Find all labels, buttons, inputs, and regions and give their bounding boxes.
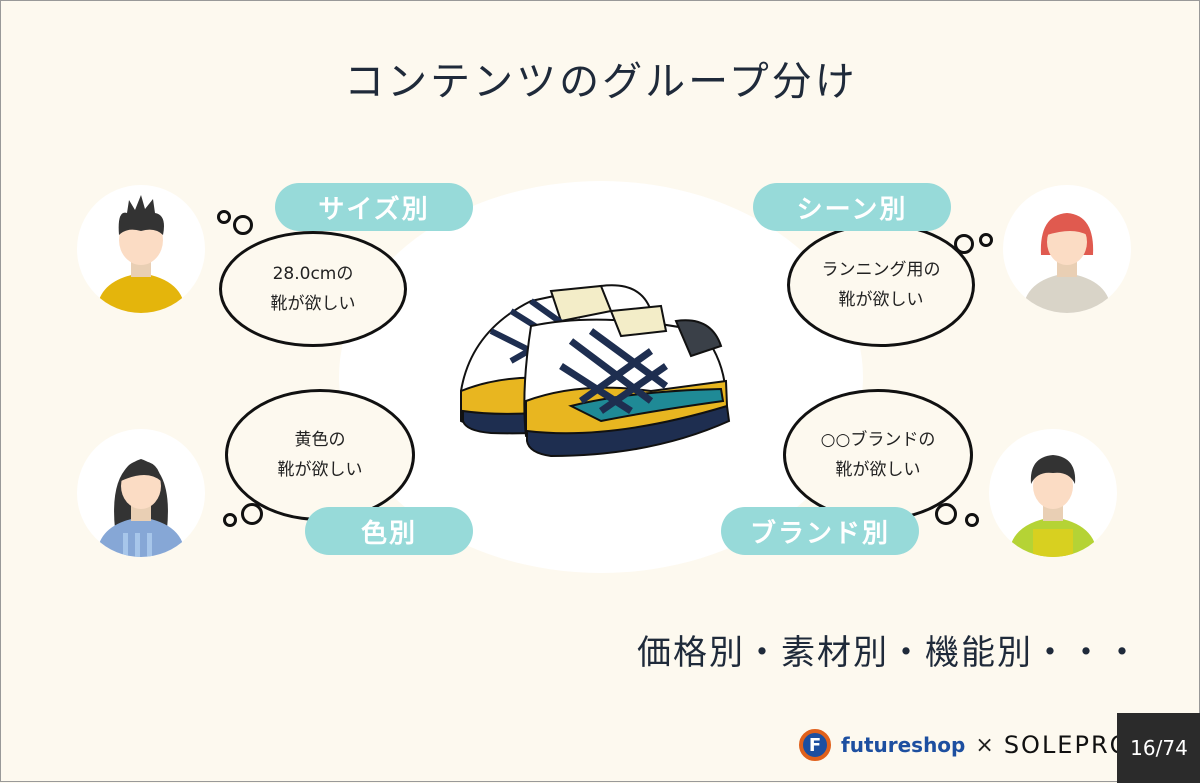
group-label-brand: ブランド別 xyxy=(721,507,919,555)
thought-dot xyxy=(241,503,263,525)
avatar-man-green xyxy=(989,429,1117,557)
avatar-man-yellow xyxy=(77,185,205,313)
thought-text: 28.0cmの xyxy=(272,264,354,284)
group-label-color: 色別 xyxy=(305,507,473,555)
thought-dot xyxy=(954,234,974,254)
sneakers-illustration xyxy=(460,284,731,458)
group-label-scene: シーン別 xyxy=(753,183,951,231)
thought-dot xyxy=(223,513,237,527)
thought-text: 靴が欲しい xyxy=(277,460,363,480)
thought-dot xyxy=(217,210,231,224)
page-number: 16/74 xyxy=(1117,713,1200,783)
group-label-size: サイズ別 xyxy=(275,183,473,231)
thought-bubble-brand: ○○ブランドの 靴が欲しい xyxy=(783,389,973,521)
futureshop-logo-icon: F xyxy=(799,729,831,761)
slide-title: コンテンツのグループ分け xyxy=(344,59,858,105)
avatar-woman-blue xyxy=(77,429,205,557)
thought-text: ランニング用の xyxy=(821,260,941,280)
thought-text: 靴が欲しい xyxy=(838,290,924,310)
thought-dot xyxy=(935,503,957,525)
thought-dot xyxy=(965,513,979,527)
footer-logos: F futureshop × SOLEPRO xyxy=(799,729,1131,761)
thought-bubble-size: 28.0cmの 靴が欲しい xyxy=(219,231,407,347)
avatar-woman-red xyxy=(1003,185,1131,313)
thought-bubble-scene: ランニング用の 靴が欲しい xyxy=(787,223,975,347)
thought-text: 黄色の xyxy=(294,430,346,450)
thought-dot xyxy=(979,233,993,247)
thought-text: 靴が欲しい xyxy=(835,460,921,480)
other-groupings-text: 価格別・素材別・機能別・・・ xyxy=(637,633,1141,673)
thought-text: ○○ブランドの xyxy=(820,430,936,450)
solepro-name: SOLEPRO xyxy=(1003,731,1131,759)
thought-dot xyxy=(233,215,253,235)
futureshop-name: futureshop xyxy=(841,733,966,757)
separator: × xyxy=(975,732,994,758)
thought-bubble-color: 黄色の 靴が欲しい xyxy=(225,389,415,521)
thought-text: 靴が欲しい xyxy=(270,294,356,314)
